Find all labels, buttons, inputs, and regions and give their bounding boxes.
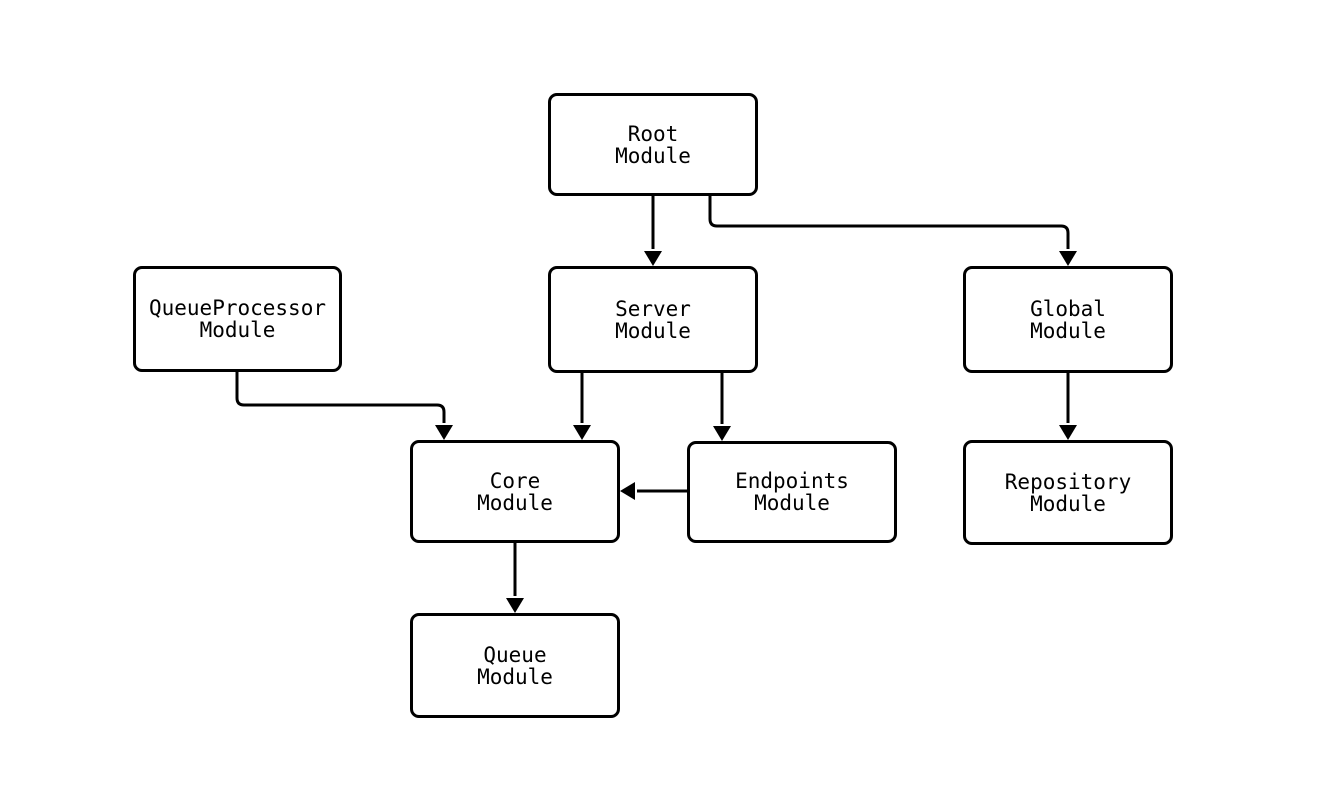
node-queue[interactable]: Queue Module xyxy=(410,613,620,718)
node-label-repository: Repository Module xyxy=(1004,469,1132,516)
edge-endpoints-to-core xyxy=(620,482,687,500)
node-label-queue: Queue Module xyxy=(477,642,553,689)
node-label-queueprocessor: QueueProcessor Module xyxy=(148,296,326,342)
arrowhead-icon xyxy=(506,598,524,613)
arrowhead-icon xyxy=(1059,425,1077,440)
arrowhead-icon xyxy=(644,251,662,266)
edge-root-to-server xyxy=(644,196,662,266)
node-server[interactable]: Server Module xyxy=(548,266,758,373)
node-endpoints[interactable]: Endpoints Module xyxy=(687,441,897,543)
arrowhead-icon xyxy=(620,482,635,500)
node-label-server: Server Module xyxy=(615,296,691,343)
edge-line xyxy=(235,372,446,423)
edge-root-to-global xyxy=(708,196,1077,266)
node-label-global: Global Module xyxy=(1030,296,1106,343)
arrowhead-icon xyxy=(1059,251,1077,266)
node-global[interactable]: Global Module xyxy=(963,266,1173,373)
edge-line xyxy=(708,196,1070,249)
edge-global-to-repository xyxy=(1059,373,1077,440)
edge-core-to-queue xyxy=(506,543,524,613)
node-queueprocessor[interactable]: QueueProcessor Module xyxy=(133,266,342,372)
edge-server-to-endpoints xyxy=(713,373,731,441)
node-repository[interactable]: Repository Module xyxy=(963,440,1173,545)
arrowhead-icon xyxy=(713,426,731,441)
node-label-endpoints: Endpoints Module xyxy=(735,469,849,515)
node-label-core: Core Module xyxy=(477,468,553,515)
arrowhead-icon xyxy=(573,425,591,440)
edge-queueprocessor-to-core xyxy=(235,372,453,440)
arrowhead-icon xyxy=(435,425,453,440)
node-root[interactable]: Root Module xyxy=(548,93,758,196)
node-core[interactable]: Core Module xyxy=(410,440,620,543)
node-label-root: Root Module xyxy=(615,121,691,168)
edge-server-to-core xyxy=(573,373,591,440)
